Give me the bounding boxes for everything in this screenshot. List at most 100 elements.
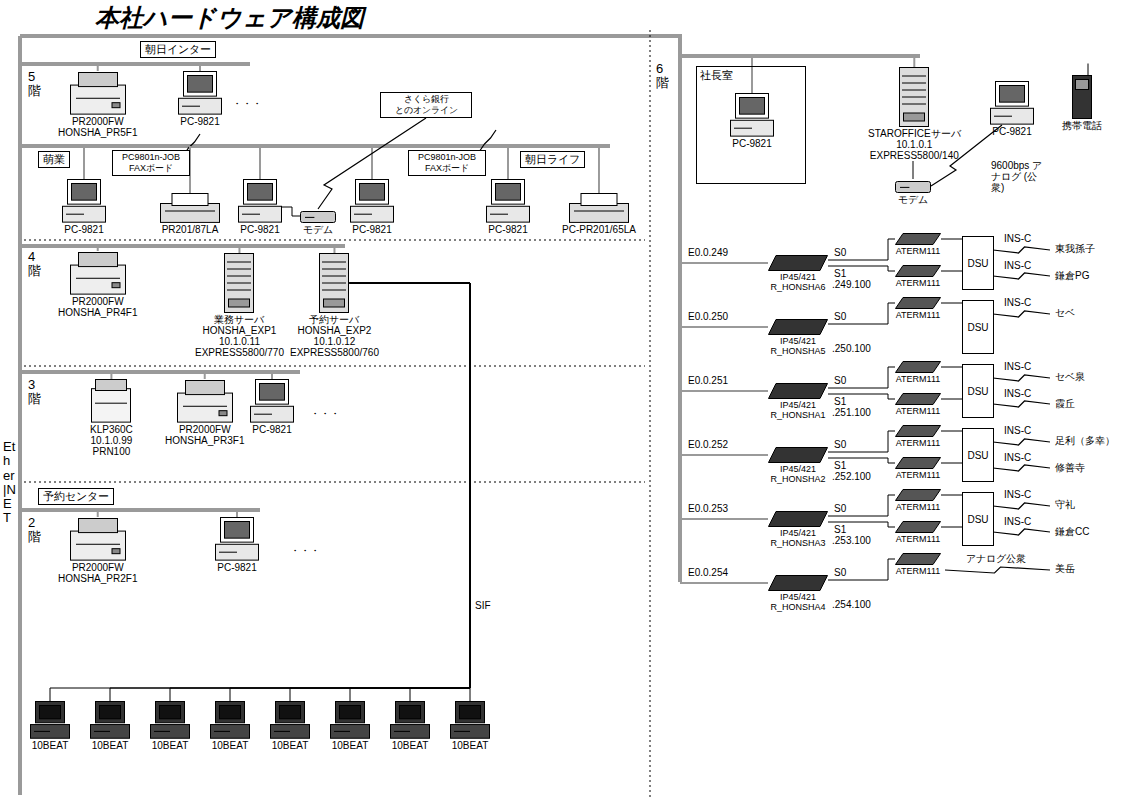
floor-label: 2階 <box>28 516 41 545</box>
floor-label: 3階 <box>28 378 41 407</box>
annotation: .251.100 <box>832 407 871 419</box>
connector <box>282 207 300 216</box>
term-icon <box>30 701 70 739</box>
node-label: モデム <box>303 224 333 235</box>
router-icon <box>768 575 828 591</box>
edge-label: S1 <box>833 524 847 535</box>
node-label: 10BEAT <box>152 740 189 751</box>
node-label: IP45/421 <box>780 592 816 602</box>
node-label: DSU <box>967 514 988 525</box>
server: 業務サーバHONSHA_EXP110.1.0.11EXPRESS5800/770 <box>195 252 284 358</box>
node-label: PC-PR201/65LA <box>562 224 636 235</box>
server: 予約サーバHONSHA_EXP210.1.0.12EXPRESS5800/760 <box>290 252 379 358</box>
node-label: 10BEAT <box>32 740 69 751</box>
ta-adapter: ATERM111 <box>895 520 941 544</box>
term-icon <box>330 701 370 739</box>
node-label: 携帯電話 <box>1062 120 1102 131</box>
pc-terminal: PC-9821 <box>215 516 259 573</box>
node-label: EXPRESS5800/770 <box>195 347 284 358</box>
lan-drop <box>680 582 768 584</box>
node-label: PC-9821 <box>488 224 527 235</box>
laser-printer: PR2000FWHONSHA_PR4F1 <box>58 250 137 318</box>
dsu-box: DSU <box>962 300 994 354</box>
wireless-line <box>993 375 1050 381</box>
wireless-line <box>993 247 1050 253</box>
node-label: 業務サーバ <box>214 314 264 325</box>
edge-label: S0 <box>833 503 847 514</box>
node-label: ATERM111 <box>896 310 941 320</box>
node-label: 社長室 <box>700 69 802 82</box>
edge-label: S0 <box>833 375 847 386</box>
lan-drop <box>913 56 915 67</box>
node-label: R_HONSHA4 <box>770 602 825 612</box>
ta-adapter: ATERM111 <box>895 488 941 512</box>
node-label: PC-9821 <box>252 424 291 435</box>
edge-label: S1 <box>833 460 847 471</box>
room-box: 社長室 PC-9821 <box>696 66 806 184</box>
tag-box: 朝日インター <box>140 41 216 58</box>
router-icon <box>768 511 828 527</box>
node-label: PC-9821 <box>352 224 391 235</box>
node-label: STAROFFICEサーバ <box>868 128 961 139</box>
router-icon <box>768 447 828 463</box>
terminal: 10BEAT <box>30 700 70 751</box>
annotation: INS-C <box>1004 516 1031 528</box>
lan-drop <box>371 146 373 179</box>
edge-label: S1 <box>833 396 847 407</box>
node-label: HONSHA_PR2F1 <box>58 573 137 584</box>
dsu-box: DSU <box>962 364 994 418</box>
server-icon <box>224 253 254 313</box>
node-label: IP45/421 <box>780 400 816 410</box>
node-label: HONSHA_EXP2 <box>298 325 372 336</box>
node-label: 10.1.0.11 <box>219 336 260 347</box>
laser-icon <box>70 517 126 561</box>
modem: モデム <box>300 208 336 235</box>
lan-drop <box>680 518 768 520</box>
lan-drop <box>680 326 768 328</box>
node-label: PR2000FW <box>72 116 124 127</box>
node-label: R_HONSHA6 <box>770 282 825 292</box>
color-printer: KLP360C10.1.0.99PRN100 <box>90 378 133 457</box>
aterm-icon <box>895 489 941 501</box>
node-label: 10.1.0.12 <box>314 336 356 347</box>
pc-icon <box>215 517 259 561</box>
aterm-icon <box>895 297 941 309</box>
node-label: DSU <box>967 386 988 397</box>
lan-drop <box>680 454 768 456</box>
klp-icon <box>91 379 131 423</box>
connector <box>941 431 962 432</box>
ta-adapter: ATERM111 <box>895 360 941 384</box>
node-label: HONSHA_PR4F1 <box>58 307 137 318</box>
connector <box>828 559 895 580</box>
node-label: ATERM111 <box>896 406 941 416</box>
edge-label: SIF <box>474 600 492 611</box>
connector <box>290 283 470 701</box>
router: IP45/421R_HONSHA4 <box>768 574 828 612</box>
callout-box: PC9801n-JOB FAXボード <box>112 150 190 176</box>
tag-box: 予約センター <box>38 488 114 505</box>
connector <box>941 367 962 368</box>
server-icon <box>319 253 349 313</box>
dsu-box: DSU <box>962 236 994 290</box>
laser-printer: PR2000FWHONSHA_PR5F1 <box>58 70 137 138</box>
node-label: PC-9821 <box>240 224 279 235</box>
annotation: INS-C <box>1004 260 1031 272</box>
annotation: .253.100 <box>832 535 871 547</box>
pc-icon <box>62 179 106 223</box>
node-label: PC-9821 <box>732 138 771 149</box>
laser-printer: PR2000FWHONSHA_PR2F1 <box>58 516 137 584</box>
term-icon <box>390 701 430 739</box>
callout-box: さくら銀行 とのオンライン <box>380 92 472 118</box>
node-label: 10BEAT <box>452 740 489 751</box>
connector <box>828 495 895 516</box>
term-icon <box>450 701 490 739</box>
server-icon <box>899 67 929 127</box>
node-label: IP45/421 <box>780 464 816 474</box>
wireless-line <box>479 130 496 152</box>
floor-label: Ether|NET <box>3 440 16 526</box>
annotation: INS-C <box>1004 388 1031 400</box>
annotation: 足利（多幸） <box>1055 435 1115 447</box>
annotation: .249.100 <box>832 279 871 291</box>
annotation: .254.100 <box>832 599 871 611</box>
node-label: 10BEAT <box>212 740 249 751</box>
